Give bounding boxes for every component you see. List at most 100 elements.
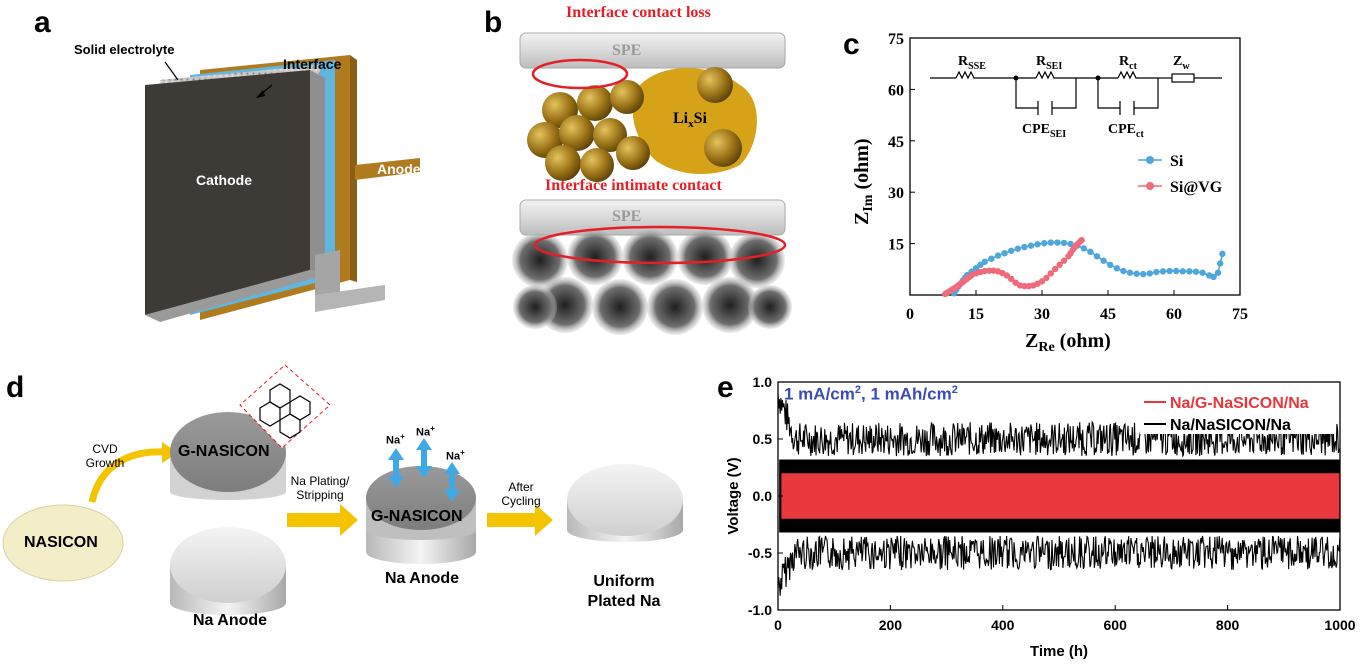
panel-e-letter: e [717, 371, 734, 404]
interface-contact-loss-title: Interface contact loss [566, 4, 711, 21]
data-point-Si [1080, 245, 1087, 252]
plating-text-1: Na Plating/ [290, 474, 350, 488]
legend-marker [1146, 182, 1154, 190]
y-tick-label: 0.5 [753, 431, 773, 447]
plot-frame [909, 37, 1241, 296]
data-point-Si [1186, 268, 1193, 275]
x-axis-label: Time (h) [1030, 643, 1088, 660]
na-ion-1: Na+ [386, 432, 405, 447]
interface-intimate-contact-title: Interface intimate contact [545, 177, 722, 194]
x-tick-label: 30 [1034, 306, 1050, 323]
plating-text-2: Stripping [296, 488, 344, 502]
data-point-Si@VG [1008, 275, 1015, 283]
data-point-Si [1060, 239, 1068, 247]
data-point-Si [994, 252, 1002, 259]
interface-label: Interface [283, 56, 342, 72]
spe-bottom-label: SPE [612, 208, 642, 225]
y-axis-label: Voltage (V) [725, 457, 742, 534]
y-tick-label: 1.0 [753, 374, 773, 390]
x-tick-label: 0 [774, 617, 782, 633]
nasicon-label: NASICON [24, 534, 98, 551]
lixsi-tail: Si [693, 110, 707, 127]
data-point-Si [1041, 240, 1048, 247]
data-point-Si [1126, 269, 1134, 276]
y-tick-label: 30 [888, 185, 904, 202]
cathode-label: Cathode [196, 172, 252, 188]
plated-na-text: Plated Na [587, 593, 661, 610]
condition-label: 1 mA/cm2, 1 mAh/cm2 [784, 384, 958, 405]
anode-label: Anode [377, 161, 421, 177]
y-tick-label: 75 [888, 31, 904, 48]
resistor-rsse [955, 70, 977, 80]
x-tick-label: 400 [991, 617, 1015, 633]
uniform-text: Uniform [593, 573, 655, 590]
x-tick-label: 800 [1216, 617, 1240, 633]
lixsi-main: Li [673, 110, 689, 127]
legend-marker [1146, 156, 1154, 164]
panel-d-illustration [2, 364, 683, 615]
growth-text: Growth [85, 456, 125, 470]
condition-text-2: , 1 mAh/cm [861, 384, 952, 404]
data-point-Si [1166, 267, 1173, 275]
solid-electrolyte-label: Solid electrolyte [74, 42, 175, 57]
cpe-ct-label: CPEct [1108, 122, 1144, 140]
data-point-Si [972, 265, 980, 272]
lixsi-sub: x [688, 118, 694, 131]
data-point-Si@VG [986, 267, 993, 274]
panel-c-letter: c [843, 28, 860, 61]
legend-label: Si@VG [1170, 179, 1223, 196]
data-point-Si [1034, 241, 1041, 248]
condition-sup-2: 2 [951, 384, 958, 396]
rct-label: Rct [1119, 54, 1138, 72]
data-point-Si [1021, 243, 1028, 251]
x-tick-label: 60 [1166, 306, 1182, 323]
data-point-Si [1159, 268, 1167, 275]
data-point-Si [1107, 261, 1114, 269]
condition-sup-1: 2 [854, 384, 861, 396]
na-ion-2-text: Na [416, 426, 431, 439]
data-point-Si [1214, 269, 1222, 276]
x-tick-label: 0 [906, 306, 914, 323]
condition-text-1: 1 mA/cm [784, 384, 855, 404]
data-point-Si [1120, 267, 1127, 275]
panel-b-contact-illustration [512, 32, 792, 335]
data-point-Si [1027, 242, 1035, 249]
legend-box [1140, 386, 1336, 434]
data-point-Si [1087, 248, 1094, 256]
data-point-Si [1192, 268, 1200, 275]
y-tick-label: -1.0 [748, 602, 772, 618]
data-point-Si [988, 255, 995, 262]
data-point-Si [1210, 273, 1217, 281]
y-tick-label: 15 [888, 237, 904, 254]
plating-label: Na Plating/ Stripping [284, 474, 356, 502]
lixsi-label: LixSi [673, 110, 707, 130]
panel-d-letter: d [6, 371, 25, 404]
na-ion-1-text: Na [386, 434, 401, 447]
series-line-Na/NaSICON/Na-lower [777, 535, 1341, 596]
uniform-plated-label: Uniform Plated Na [578, 572, 670, 612]
legend-label: Na/NaSICON/Na [1170, 417, 1291, 434]
zw-label: Zw [1173, 54, 1190, 72]
data-point-Si [1100, 257, 1107, 264]
data-point-Si [1047, 239, 1054, 246]
data-point-Si [1153, 268, 1160, 276]
x-tick-label: 200 [879, 617, 903, 633]
rsei-label: RSEI [1036, 54, 1062, 72]
data-point-Si [1133, 270, 1140, 277]
cpe-ct [1097, 77, 1159, 115]
data-point-Si [1146, 270, 1153, 277]
x-tick-label: 45 [1100, 306, 1116, 323]
x-tick-label: 600 [1104, 617, 1128, 633]
data-point-Si [981, 258, 988, 265]
data-point-Si@VG [1052, 265, 1059, 273]
spe-top-label: SPE [612, 42, 642, 59]
data-point-Si [1179, 268, 1186, 275]
na-ion-3-text: Na [446, 450, 461, 463]
series-band-Na/G-NaSICON/Na [781, 473, 1340, 519]
cvd-text: CVD [92, 442, 118, 456]
y-tick-label: 0.0 [753, 488, 773, 504]
na-anode-label-middle: Na Anode [385, 570, 460, 587]
data-point-Si@VG [1047, 270, 1054, 277]
